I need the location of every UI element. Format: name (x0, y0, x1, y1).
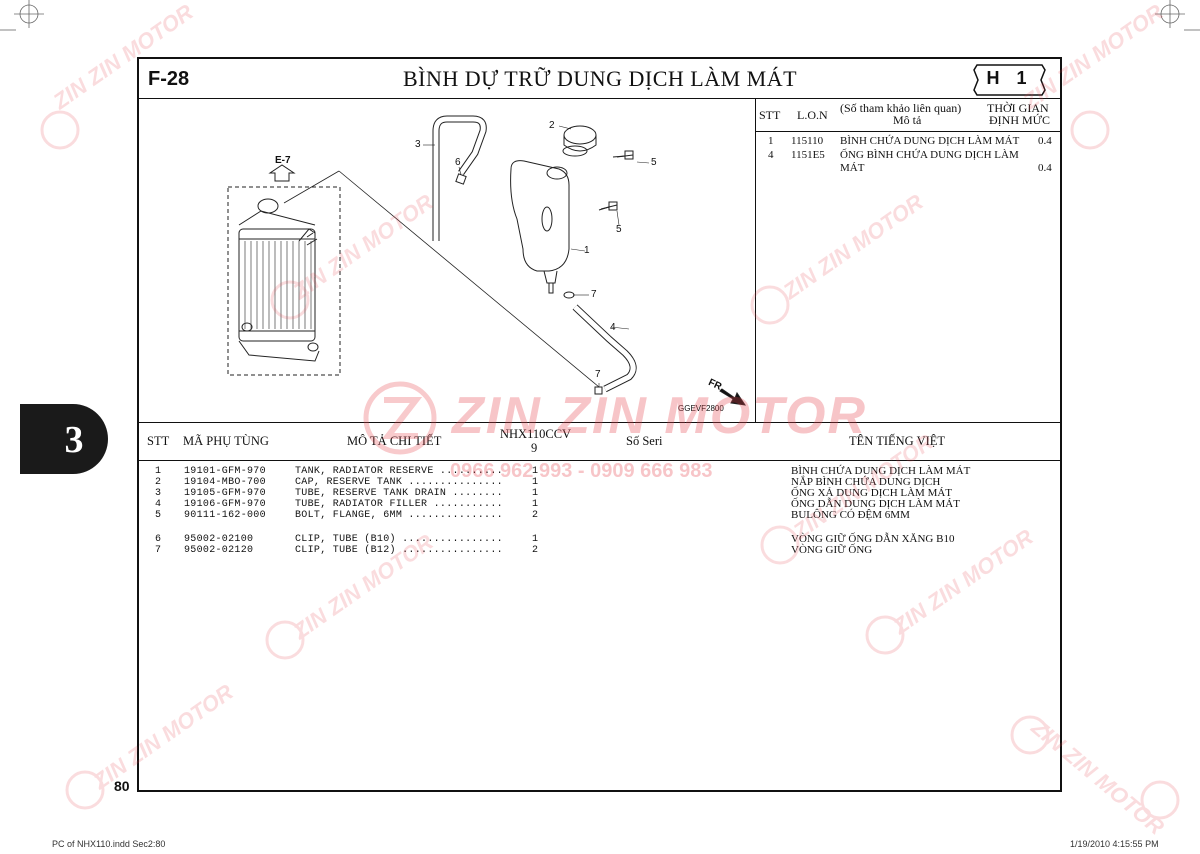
col-header-stt: STT (147, 434, 170, 448)
table-row-stt: 5 (155, 510, 162, 521)
exploded-parts-diagram (227, 115, 747, 406)
table-row-qty: 1 (532, 466, 539, 477)
table-row-desc: BOLT, FLANGE, 6MM ............... (295, 510, 503, 521)
callout-5: 5 (616, 224, 622, 235)
col-header-serial: Số Seri (626, 434, 663, 448)
table-row-vn: BÌNH CHỨA DUNG DỊCH LÀM MÁT (791, 465, 971, 477)
table-row-desc: TUBE, RADIATOR FILLER ........... (295, 499, 503, 510)
diagram-divider (755, 98, 756, 422)
ref-row-time: 0.4 (1038, 135, 1052, 147)
callout-4: 4 (610, 322, 616, 333)
table-row-qty: 1 (532, 534, 539, 545)
reserve-tank-illustration (510, 160, 570, 294)
badge-frame (973, 64, 1046, 96)
up-arrow-icon (268, 164, 296, 182)
table-row-part-no: 19104-MBO-700 (184, 477, 266, 488)
page-title: BÌNH DỰ TRỮ DUNG DỊCH LÀM MÁT (402, 66, 798, 91)
ref-row-lon: 1151E5 (791, 149, 825, 161)
header-divider (137, 98, 1062, 99)
col-header-model-sub: 9 (531, 441, 538, 455)
table-top-divider (137, 422, 1062, 423)
table-row-qty: 2 (532, 510, 539, 521)
ref-col-desc-bottom: Mô tả (893, 113, 922, 127)
ref-row-desc: ỐNG BÌNH CHỨA DUNG DỊCH LÀM (840, 149, 1019, 161)
model-badge: H 1 (986, 68, 1033, 88)
chapter-number: 3 (64, 419, 84, 461)
table-header-divider (137, 460, 1062, 461)
bolt-illustration (598, 201, 618, 211)
ref-row-stt: 1 (768, 135, 774, 147)
page-frame (137, 57, 1062, 792)
table-row-desc: CLIP, TUBE (B12) ................ (295, 545, 503, 556)
callout-6: 6 (455, 157, 461, 168)
table-row-vn: VÒNG GIỮ ỐNG (791, 544, 873, 556)
chapter-tab (20, 404, 108, 474)
table-row-vn: ỐNG XẢ DUNG DỊCH LÀM MÁT (791, 487, 953, 499)
ref-col-lon: L.O.N (797, 108, 828, 122)
callout-3: 3 (415, 139, 421, 150)
callout-5: 5 (651, 157, 657, 168)
col-header-desc: MÔ TẢ CHI TIẾT (347, 434, 442, 448)
footer-timestamp: 1/19/2010 4:15:55 PM (1070, 839, 1159, 849)
ref-row-desc: BÌNH CHỨA DUNG DỊCH LÀM MÁT (840, 135, 1020, 147)
table-row-stt: 4 (155, 499, 162, 510)
table-row-qty: 2 (532, 545, 539, 556)
ref-col-time-top: THỜI GIAN (987, 101, 1049, 115)
diagram-code: GGEVF2800 (678, 404, 724, 413)
table-row-stt: 3 (155, 488, 162, 499)
front-arrow-icon (719, 388, 747, 406)
page-number: 80 (114, 778, 130, 794)
callout-7: 7 (595, 369, 601, 380)
callout-2: 2 (549, 120, 555, 131)
table-row-desc: TANK, RADIATOR RESERVE .......... (295, 466, 503, 477)
table-row-qty: 1 (532, 477, 539, 488)
table-row-part-no: 19106-GFM-970 (184, 499, 266, 510)
table-row-qty: 1 (532, 488, 539, 499)
ref-header-divider (756, 131, 1062, 132)
table-row-part-no: 95002-02120 (184, 545, 254, 556)
bolt-illustration (612, 150, 634, 160)
col-header-vn-name: TÊN TIẾNG VIỆT (849, 434, 946, 448)
col-header-model: NHX110CCV (500, 427, 572, 441)
ref-row-time: 0.4 (1038, 162, 1052, 174)
table-row-qty: 1 (532, 499, 539, 510)
table-row-vn: NẮP BÌNH CHỨA DUNG DỊCH (791, 476, 941, 488)
table-row-stt: 6 (155, 534, 162, 545)
ref-row-stt: 4 (768, 149, 774, 161)
table-row-part-no: 95002-02100 (184, 534, 254, 545)
section-code: F-28 (148, 68, 190, 90)
table-row-part-no: 19101-GFM-970 (184, 466, 266, 477)
table-row-vn: BULÔNG CÓ ĐỆM 6MM (791, 509, 910, 521)
table-row-stt: 7 (155, 545, 162, 556)
cap-illustration (562, 125, 597, 157)
footer-file-info: PC of NHX110.indd Sec2:80 (52, 839, 166, 849)
table-row-desc: CAP, RESERVE TANK ............... (295, 477, 503, 488)
callout-1: 1 (584, 245, 590, 256)
ref-col-stt: STT (759, 108, 781, 122)
table-row-vn: ỐNG DẪN DUNG DỊCH LÀM MÁT (791, 498, 960, 510)
ref-row-lon: 115110 (791, 135, 824, 147)
radiator-reference-box (227, 186, 341, 376)
ref-label-e7: E-7 (275, 155, 291, 166)
ref-row-desc-cont: MÁT (840, 162, 865, 174)
table-row-desc: TUBE, RESERVE TANK DRAIN ........ (295, 488, 503, 499)
col-header-part-no: MÃ PHỤ TÙNG (183, 434, 269, 448)
table-row-stt: 1 (155, 466, 162, 477)
radiator-illustration (238, 198, 320, 362)
callout-7: 7 (591, 289, 597, 300)
ref-col-time-bottom: ĐỊNH MỨC (989, 113, 1050, 127)
ref-col-desc-top: (Số tham khảo liên quan) (840, 101, 962, 115)
table-row-stt: 2 (155, 477, 162, 488)
table-row-part-no: 90111-162-000 (184, 510, 266, 521)
table-row-part-no: 19105-GFM-970 (184, 488, 266, 499)
table-row-desc: CLIP, TUBE (B10) ................ (295, 534, 503, 545)
table-row-vn: VÒNG GIỮ ỐNG DẪN XĂNG B10 (791, 533, 955, 545)
